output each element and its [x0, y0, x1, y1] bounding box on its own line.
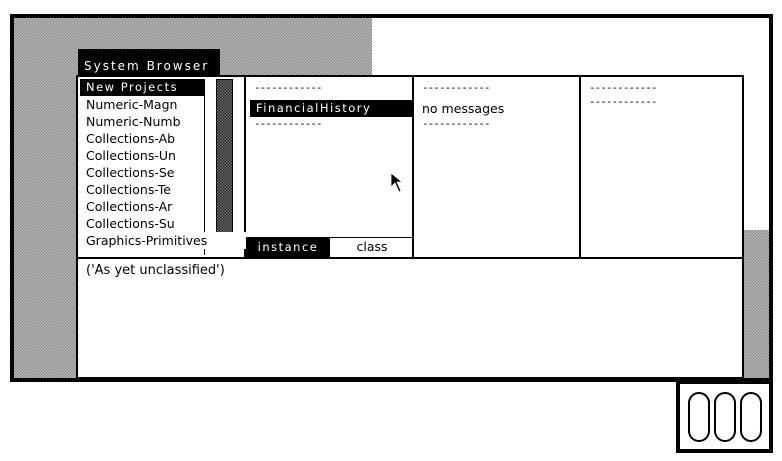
- separator: ------------: [254, 117, 322, 130]
- category-pane: New Projects Numeric-Magn Numeric-Numb C…: [78, 77, 246, 257]
- message-category-item[interactable]: no messages: [422, 101, 505, 116]
- instance-class-toggle: instance class: [246, 237, 414, 257]
- arrow-pointer-icon: [390, 172, 404, 193]
- category-item-new-projects[interactable]: New Projects: [80, 79, 204, 96]
- separator: ------------: [422, 117, 490, 130]
- pill-icon: [739, 391, 762, 442]
- category-item[interactable]: Collections-Su: [86, 216, 175, 231]
- category-item[interactable]: Collections-Ar: [86, 199, 173, 214]
- separator: ------------: [422, 81, 490, 94]
- separator: ------------: [589, 95, 657, 108]
- class-item-financialhistory[interactable]: FinancialHistory: [250, 100, 414, 117]
- window-title: System Browser: [84, 59, 210, 73]
- category-list[interactable]: New Projects Numeric-Magn Numeric-Numb C…: [80, 79, 205, 255]
- class-button[interactable]: class: [356, 239, 388, 254]
- category-scrollbar[interactable]: [216, 79, 233, 238]
- message-pane[interactable]: ------------ ------------: [581, 77, 744, 257]
- message-category-pane: ------------ no messages ------------: [414, 77, 581, 257]
- code-text: ('As yet unclassified'): [86, 263, 225, 278]
- system-browser-window: New Projects Numeric-Magn Numeric-Numb C…: [76, 75, 744, 379]
- class-pane: ------------ FinancialHistory ----------…: [246, 77, 414, 257]
- window-title-tab[interactable]: System Browser: [78, 49, 220, 76]
- window-icon-three-pill[interactable]: [676, 380, 773, 453]
- category-item[interactable]: Numeric-Numb: [86, 114, 181, 129]
- pill-icon: [687, 391, 710, 442]
- category-item[interactable]: Collections-Te: [86, 182, 171, 197]
- separator: ------------: [254, 81, 322, 94]
- category-item[interactable]: Collections-Se: [86, 165, 175, 180]
- pill-icon: [713, 391, 736, 442]
- category-item-overflow: Graphics-Primitives: [80, 232, 246, 249]
- category-item-graphics-primitives[interactable]: Graphics-Primitives: [86, 233, 208, 248]
- separator: ------------: [589, 81, 657, 94]
- instance-button[interactable]: instance: [246, 238, 330, 257]
- code-pane-scrollbar[interactable]: [742, 230, 769, 378]
- category-item[interactable]: Numeric-Magn: [86, 97, 178, 112]
- desktop-background-left: [14, 78, 76, 378]
- code-pane[interactable]: ('As yet unclassified'): [78, 257, 744, 379]
- category-item[interactable]: Collections-Un: [86, 148, 176, 163]
- category-item[interactable]: Collections-Ab: [86, 131, 176, 146]
